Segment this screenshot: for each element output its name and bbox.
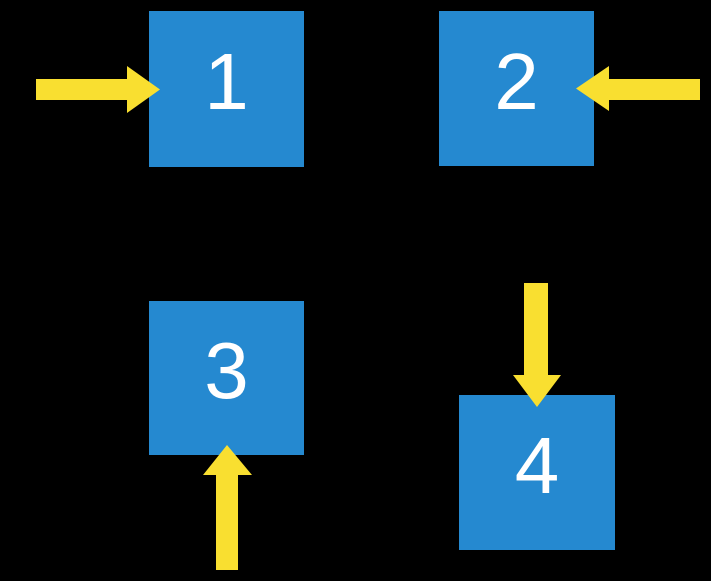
arrow-up-icon (203, 445, 252, 570)
arrow-right-icon (36, 66, 160, 113)
square-4-label: 4 (514, 420, 560, 510)
arrow-down-shape (513, 283, 561, 407)
arrow-left-shape (576, 66, 700, 111)
square-3-label: 3 (204, 326, 249, 415)
square-2-label: 2 (494, 36, 539, 126)
square-1: 1 (149, 11, 304, 167)
square-3: 3 (149, 301, 304, 455)
square-4: 4 (459, 395, 615, 550)
square-2: 2 (439, 11, 594, 166)
arrow-left-icon (576, 66, 700, 111)
arrow-up-shape (203, 445, 252, 570)
arrow-down-icon (513, 283, 561, 407)
square-1-label: 1 (204, 37, 249, 126)
arrow-right-shape (36, 66, 160, 113)
